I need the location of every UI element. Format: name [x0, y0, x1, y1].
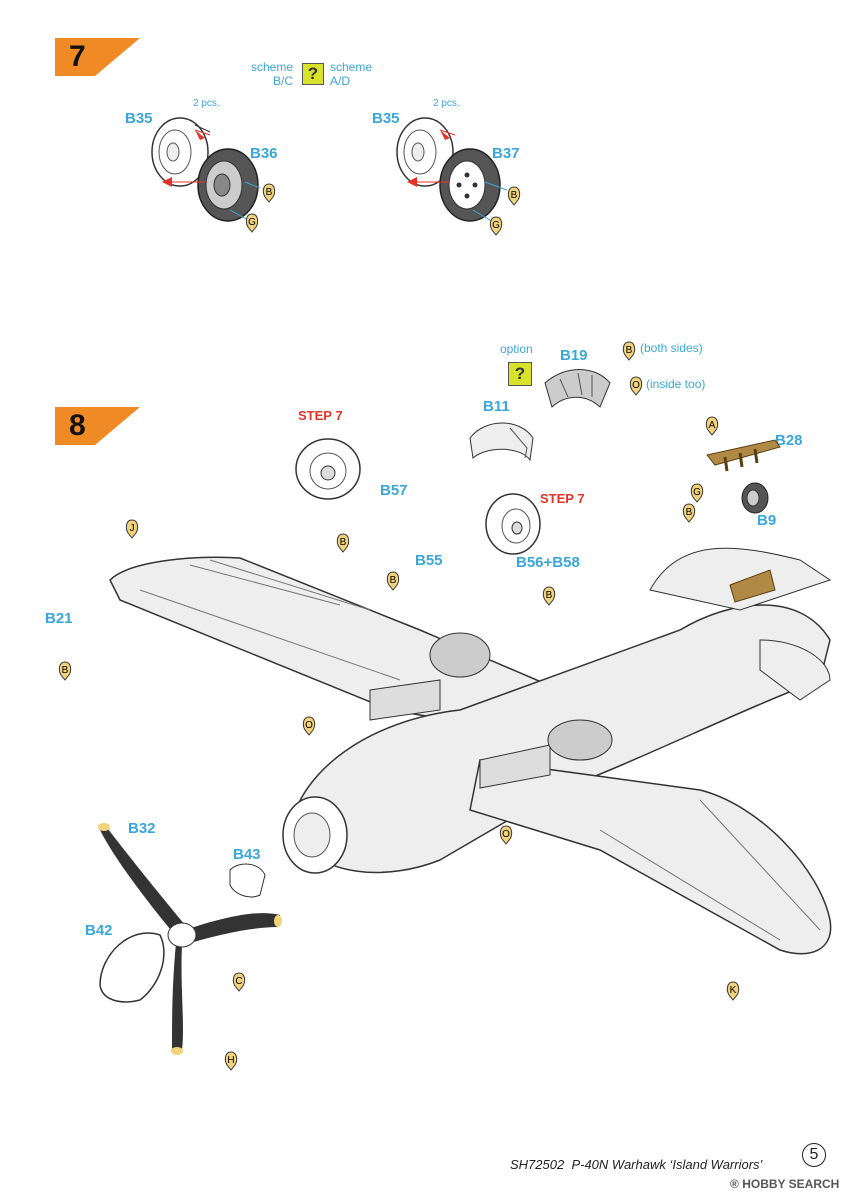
svg-text:G: G	[693, 487, 701, 498]
glue-o-left: O	[300, 715, 318, 742]
step7-ref-right: STEP 7	[540, 491, 585, 506]
glue-b-b21: B	[56, 660, 74, 687]
glue-o-right: O	[497, 824, 515, 851]
svg-text:B: B	[62, 665, 69, 676]
scheme-right-label: scheme A/D	[330, 60, 372, 88]
svg-text:C: C	[235, 976, 242, 987]
b9-label: B9	[757, 512, 777, 529]
step7-right-wheel-drawing	[396, 117, 508, 223]
scheme-left-word: scheme	[250, 60, 293, 74]
scheme-right-code: A/D	[330, 74, 351, 88]
svg-text:O: O	[502, 829, 510, 840]
glue-j-icon: J	[123, 518, 141, 545]
step-8-tab-shape	[55, 407, 140, 445]
svg-text:B: B	[340, 537, 347, 548]
glue-b-icon-right: B	[505, 185, 523, 212]
svg-text:O: O	[632, 380, 640, 391]
step-8-tab: 8	[55, 407, 140, 445]
right-pcs-label: 2 pcs.	[433, 98, 460, 109]
svg-text:B: B	[686, 507, 693, 518]
svg-text:B: B	[511, 190, 518, 201]
svg-text:A: A	[709, 420, 716, 431]
svg-text:H: H	[227, 1055, 234, 1066]
watermark-text: HOBBY SEARCH	[742, 1177, 840, 1191]
b19-part-drawing	[544, 369, 611, 408]
glue-h-icon: H	[222, 1050, 240, 1077]
b11-label: B11	[483, 398, 510, 415]
kit-title: P-40N Warhawk ‘Island Warriors’	[571, 1157, 763, 1172]
b56b58-label: B56+B58	[516, 554, 580, 571]
propeller-drawing	[98, 823, 282, 1055]
b21-label: B21	[45, 610, 73, 627]
b57-label: B57	[380, 482, 408, 499]
svg-text:K: K	[730, 985, 737, 996]
watermark: ® HOBBY SEARCH	[730, 1177, 839, 1191]
b9-wheel-drawing	[741, 482, 769, 514]
option-question-icon: ?	[508, 362, 532, 386]
watermark-symbol: ®	[730, 1177, 739, 1191]
left-b35-label: B35	[125, 110, 153, 127]
glue-c-icon: C	[230, 971, 248, 998]
glue-g-icon-right: G	[487, 215, 505, 242]
step8-left-wheel-drawing	[295, 438, 361, 500]
glue-k-icon: K	[724, 980, 742, 1007]
glue-b-b56: B	[540, 585, 558, 612]
glue-g-b9: G	[688, 482, 706, 509]
step7-ref-left: STEP 7	[298, 408, 343, 423]
page-number: 5	[802, 1143, 826, 1167]
b42-label: B42	[85, 922, 113, 939]
svg-text:O: O	[305, 720, 313, 731]
glue-a-b28: A	[703, 415, 721, 442]
svg-text:B: B	[390, 575, 397, 586]
footer-title: SH72502 P-40N Warhawk ‘Island Warriors’	[510, 1157, 762, 1172]
glue-b-icon-left: B	[260, 182, 278, 209]
step-7-tab: 7	[55, 38, 140, 76]
glue-b-b9: B	[680, 502, 698, 529]
b28-part-drawing	[706, 439, 781, 472]
svg-text:G: G	[248, 217, 256, 228]
step7-left-wheel-drawing	[151, 117, 261, 222]
glue-b-b55: B	[384, 570, 402, 597]
b37-label: B37	[492, 145, 520, 162]
b36-label: B36	[250, 145, 278, 162]
svg-text:B: B	[546, 590, 553, 601]
scheme-right-word: scheme	[330, 60, 373, 74]
svg-text:J: J	[130, 523, 135, 534]
option-label: option	[500, 342, 533, 356]
b19-label: B19	[560, 347, 588, 364]
glue-g-icon-left: G	[243, 212, 261, 239]
b28-label: B28	[775, 432, 803, 449]
b55-label: B55	[415, 552, 443, 569]
glue-o-b19: O	[627, 375, 645, 402]
glue-b-b57: B	[334, 532, 352, 559]
inside-too-label: (inside too)	[646, 377, 706, 391]
svg-text:G: G	[492, 220, 500, 231]
airplane-drawing	[109, 547, 832, 955]
step8-right-wheel-drawing	[485, 493, 541, 555]
left-pcs-label: 2 pcs.	[193, 98, 220, 109]
scheme-left-code: B/C	[272, 74, 293, 88]
glue-b-b19: B	[620, 340, 638, 367]
both-sides-label: (both sides)	[640, 341, 703, 355]
svg-text:B: B	[626, 345, 633, 356]
scheme-left-label: scheme B/C	[248, 60, 293, 88]
scheme-question-icon: ?	[302, 63, 324, 85]
b11-part-drawing	[469, 422, 534, 462]
svg-text:B: B	[266, 187, 273, 198]
step-7-tab-shape	[55, 38, 140, 76]
kit-code: SH72502	[510, 1157, 565, 1172]
right-b35-label: B35	[372, 110, 400, 127]
b43-label: B43	[233, 846, 261, 863]
step-7-number: 7	[69, 40, 86, 73]
b32-label: B32	[128, 820, 156, 837]
step-8-number: 8	[69, 409, 86, 442]
